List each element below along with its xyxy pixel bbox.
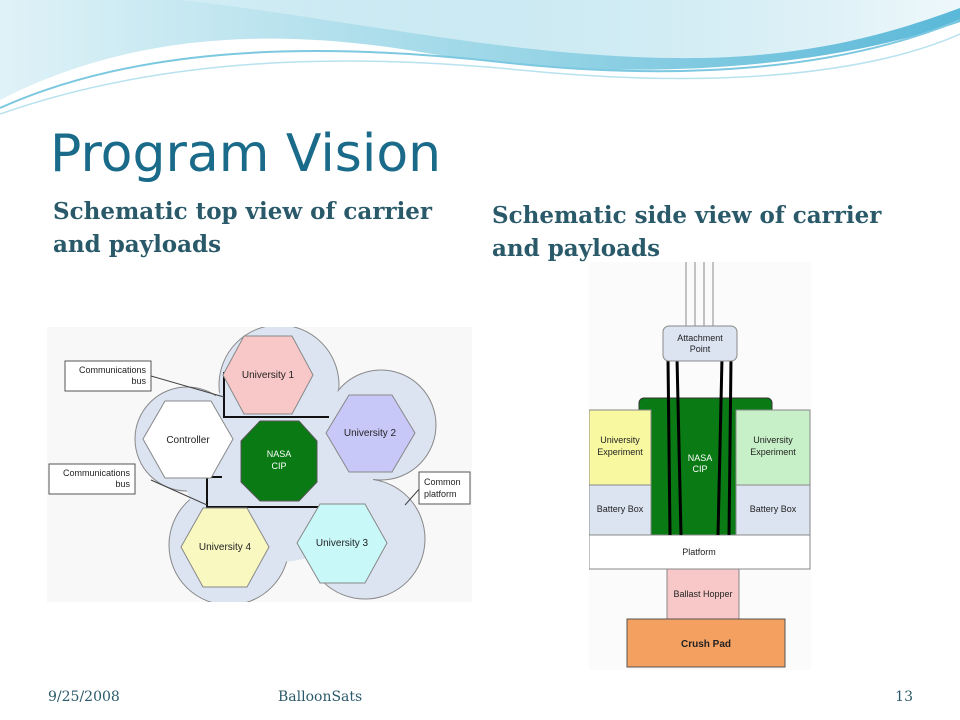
callout-connectors [150, 375, 422, 506]
university-experiment-left-box [589, 409, 652, 486]
university-experiment-right-box [735, 409, 811, 486]
nasa-cip-label-line2: CIP [271, 461, 286, 471]
university-3-label: University 3 [316, 538, 369, 549]
nasa-cip-side-line1: NASA [688, 453, 713, 463]
slide-title: Program Vision [50, 124, 442, 184]
battery-box-left-label: Battery Box [597, 504, 644, 514]
university-experiment-right-line2: Experiment [750, 447, 796, 457]
communications-bus-callout-2 [48, 463, 136, 495]
crush-pad-label: Crush Pad [681, 639, 731, 650]
subtitle-top-view: Schematic top view of carrier and payloa… [53, 198, 433, 258]
ballast-hopper-label: Ballast Hopper [673, 589, 732, 599]
controller-label: Controller [166, 435, 210, 446]
support-rods [666, 357, 733, 536]
top-view-diagram: University 1 University 2 University 3 U… [47, 327, 472, 602]
attachment-point-line2: Point [690, 344, 711, 354]
controller-hexagon [142, 400, 234, 479]
footer-title: BalloonSats [278, 689, 363, 705]
common-platform-callout [418, 471, 471, 505]
battery-box-left [589, 484, 652, 536]
university-2-hexagon [325, 394, 416, 473]
university-experiment-right-line1: University [753, 435, 793, 445]
communications-bus-callout-1 [64, 360, 152, 392]
platform-label: Platform [682, 547, 716, 557]
platform-box [589, 534, 811, 570]
side-view-diagram: Attachment Point University Experiment U… [589, 262, 811, 670]
university-4-label: University 4 [199, 542, 252, 553]
nasa-cip-octagon [240, 420, 318, 502]
university-2-label: University 2 [344, 428, 397, 439]
attachment-point-box [662, 325, 738, 362]
communications-bus-2-line1: Communications [63, 468, 131, 478]
university-3-hexagon [296, 503, 388, 584]
nasa-cip-side-line2: CIP [692, 464, 707, 474]
battery-box-right-label: Battery Box [750, 504, 797, 514]
university-experiment-left-line1: University [600, 435, 640, 445]
university-4-hexagon [180, 507, 270, 588]
subtitle-side-view: Schematic side view of carrier and paylo… [492, 202, 882, 262]
university-experiment-left-line2: Experiment [597, 447, 643, 457]
common-platform-line2: platform [424, 489, 457, 499]
communications-bus-2-line2: bus [115, 479, 130, 489]
suspension-lines [685, 262, 714, 326]
common-platform-line1: Common [424, 477, 461, 487]
attachment-point-line1: Attachment [677, 333, 723, 343]
university-1-hexagon [222, 335, 314, 415]
university-1-label: University 1 [242, 370, 295, 381]
footer-page-number: 13 [895, 689, 913, 705]
nasa-cip-label-line1: NASA [267, 449, 292, 459]
header-waves [0, 0, 960, 115]
ballast-hopper-box [666, 568, 740, 620]
communications-bus-1-line2: bus [131, 376, 146, 386]
footer-date: 9/25/2008 [48, 689, 120, 705]
crush-pad-box [626, 618, 786, 668]
communications-bus-1-line1: Communications [79, 365, 147, 375]
battery-box-right [735, 484, 811, 536]
